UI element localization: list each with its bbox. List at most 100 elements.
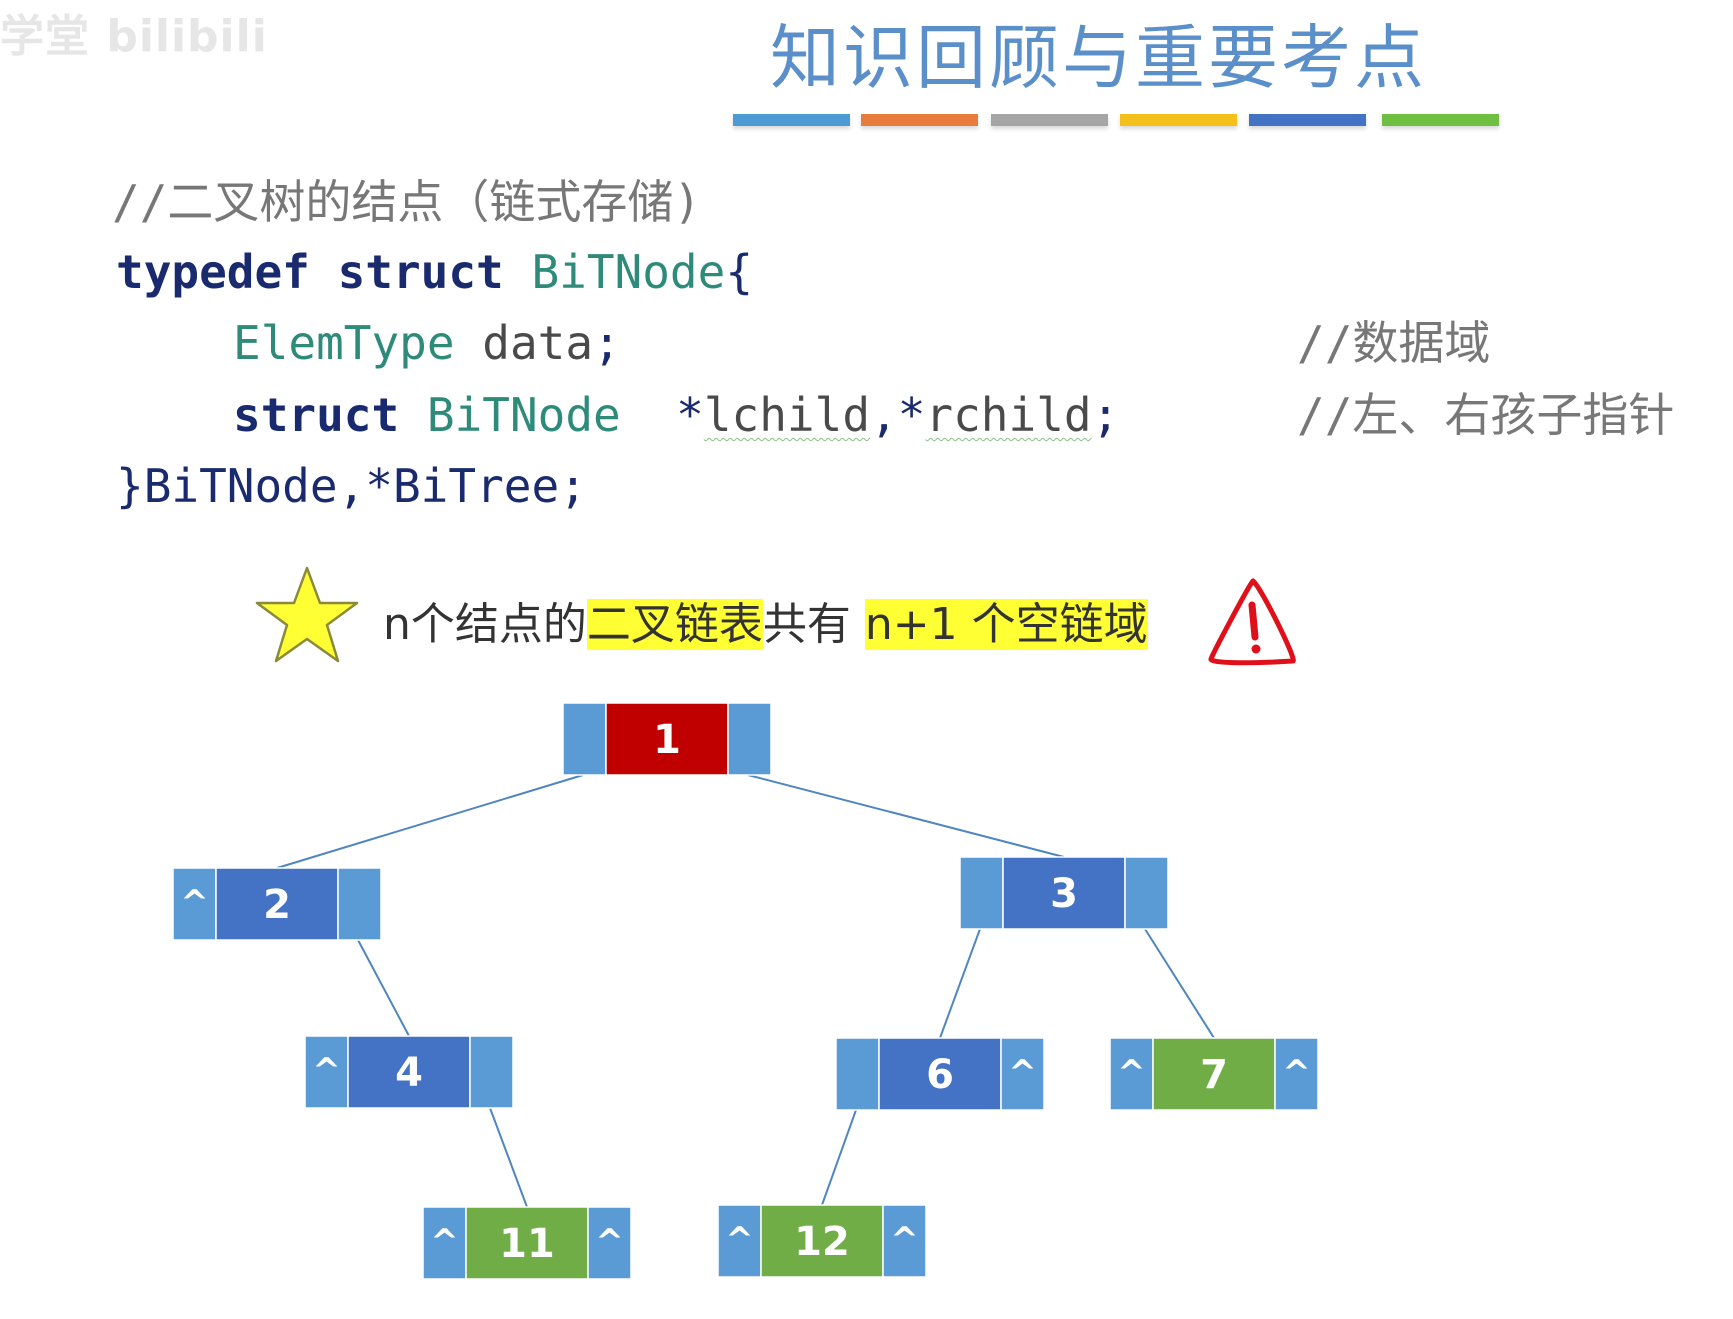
node-label: 1 <box>653 717 681 763</box>
null-pointer-right: ^ <box>595 1222 624 1262</box>
lchild-field <box>304 1035 349 1109</box>
rchild-field <box>1000 1037 1045 1111</box>
null-pointer-left: ^ <box>1117 1053 1146 1093</box>
watermark-logo: 学堂 bilibili <box>0 11 268 62</box>
note-highlight-null-links: n+1 个空链域 <box>864 599 1148 650</box>
node-label: 11 <box>499 1221 555 1267</box>
type-alias-bitnode: BiTNode <box>143 459 338 513</box>
lchild-field <box>1109 1037 1154 1111</box>
slide-title: 知识回顾与重要考点 <box>770 17 1427 99</box>
rchild-field <box>587 1206 632 1280</box>
null-pointer-left: ^ <box>725 1220 754 1260</box>
data-field <box>760 1204 884 1278</box>
warning-icon <box>1208 578 1296 666</box>
lchild-field <box>562 702 607 776</box>
rchild-field <box>1274 1037 1319 1111</box>
node-label: 3 <box>1050 871 1078 917</box>
node-label: 4 <box>395 1050 423 1096</box>
edge-2-4 <box>357 939 410 1037</box>
note-middle: 共有 <box>762 599 851 650</box>
data-field <box>465 1206 589 1280</box>
color-bar-2 <box>861 114 978 126</box>
data-field <box>1002 856 1126 930</box>
edge-1-3 <box>747 774 1065 858</box>
null-pointer-left: ^ <box>312 1051 341 1091</box>
lchild-field <box>959 856 1004 930</box>
key-point-note: n个结点的二叉链表共有 n+1 个空链域 <box>383 590 1148 660</box>
semicolon: ; <box>593 316 621 370</box>
struct-name: BiTNode <box>531 245 726 299</box>
tree-node-12: 12 ^ ^ <box>717 1204 927 1278</box>
star-icon <box>255 566 359 663</box>
rchild-field <box>882 1204 927 1278</box>
kw-typedef: typedef <box>116 245 310 299</box>
comment-data-field: //数据域 <box>1297 316 1491 370</box>
type-bitnode: BiTNode <box>426 388 621 442</box>
tree-node-7: 7 ^ ^ <box>1109 1037 1319 1111</box>
tree-nodes: 12^34^6^7^^11^^12^^ <box>172 702 1319 1280</box>
type-elemtype: ElemType <box>233 316 455 370</box>
comma: , <box>870 388 898 442</box>
tree-node-11: 11 ^ ^ <box>422 1206 632 1280</box>
node-label: 6 <box>926 1052 954 1098</box>
rchild-field <box>1124 856 1169 930</box>
tree-node-2: 2^ <box>172 867 382 941</box>
rchild-field <box>469 1035 514 1109</box>
semicolon-3: ; <box>559 459 587 513</box>
data-field <box>1152 1037 1276 1111</box>
edge-6-12 <box>821 1109 857 1206</box>
color-bar-6 <box>1382 114 1499 126</box>
tree-node-4: 4^ <box>304 1035 514 1109</box>
ptr-star-3: * <box>365 459 393 513</box>
node-label: 12 <box>794 1219 850 1265</box>
data-field <box>347 1035 471 1109</box>
null-pointer-left: ^ <box>430 1222 459 1262</box>
data-field <box>605 702 729 776</box>
kw-struct: struct <box>337 245 504 299</box>
color-bar-1 <box>733 114 850 126</box>
rchild-field <box>337 867 382 941</box>
code-line-typedef: typedef struct BiTNode{ <box>116 242 753 302</box>
color-bar-4 <box>1120 114 1237 126</box>
color-bar-3 <box>991 114 1108 126</box>
rchild-field <box>727 702 772 776</box>
null-pointer-right: ^ <box>1282 1053 1311 1093</box>
tree-edges <box>276 774 1215 1208</box>
note-prefix: n个结点的 <box>383 599 587 650</box>
code-comment-line: //二叉树的结点（链式存储) <box>112 175 702 229</box>
open-brace: { <box>725 245 754 299</box>
edge-3-7 <box>1144 928 1215 1039</box>
code-line-children: struct BiTNode *lchild,*rchild; <box>233 385 1119 445</box>
lchild-field <box>422 1206 467 1280</box>
node-label: 7 <box>1200 1052 1228 1098</box>
edge-1-2 <box>276 774 584 869</box>
field-lchild: lchild <box>703 388 871 442</box>
field-rchild: rchild <box>925 388 1092 442</box>
tree-node-1: 1 <box>562 702 772 776</box>
null-pointer-right: ^ <box>1008 1053 1037 1093</box>
lchild-field <box>172 867 217 941</box>
ptr-star-2: * <box>897 388 926 442</box>
code-line-data: ElemType data; <box>233 313 621 373</box>
tree-node-3: 3 <box>959 856 1169 930</box>
lchild-field <box>835 1037 880 1111</box>
close-brace: } <box>116 459 144 513</box>
semicolon-2: ; <box>1091 388 1120 442</box>
color-bar-5 <box>1249 114 1366 126</box>
null-pointer-right: ^ <box>890 1220 919 1260</box>
comment-child-pointers: //左、右孩子指针 <box>1297 388 1675 442</box>
field-data: data <box>482 316 594 370</box>
edge-4-11 <box>489 1107 528 1208</box>
code-line-close: }BiTNode,*BiTree; <box>116 456 587 516</box>
null-pointer-left: ^ <box>180 883 209 923</box>
type-alias-bitree: BiTree <box>392 459 560 513</box>
note-highlight-binary-linked-list: 二叉链表 <box>586 599 763 650</box>
node-label: 2 <box>263 882 291 928</box>
edge-3-6 <box>939 928 981 1039</box>
lchild-field <box>717 1204 762 1278</box>
ptr-star-1: * <box>676 388 704 442</box>
tree-node-6: 6^ <box>835 1037 1045 1111</box>
comma-2: , <box>337 459 366 513</box>
kw-struct-2: struct <box>233 388 400 442</box>
